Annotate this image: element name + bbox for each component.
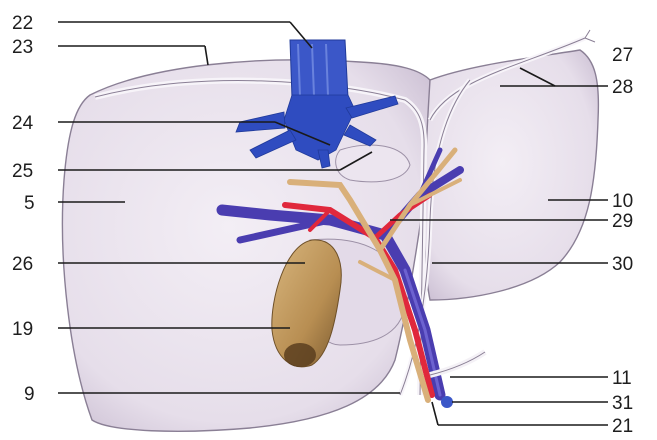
label-26: 26 [12, 254, 33, 275]
label-21: 21 [612, 416, 633, 437]
label-30: 30 [612, 254, 633, 275]
label-19: 19 [12, 319, 33, 340]
label-28: 28 [612, 77, 633, 98]
label-9: 9 [24, 384, 35, 405]
label-23: 23 [12, 37, 33, 58]
label-5: 5 [24, 193, 35, 214]
label-24: 24 [12, 113, 34, 134]
label-22: 22 [12, 13, 33, 34]
label-29: 29 [612, 211, 633, 232]
label-10: 10 [612, 191, 633, 212]
label-25: 25 [12, 161, 33, 182]
label-31: 31 [612, 393, 633, 414]
label-11: 11 [612, 368, 632, 389]
label-27: 27 [612, 45, 633, 66]
